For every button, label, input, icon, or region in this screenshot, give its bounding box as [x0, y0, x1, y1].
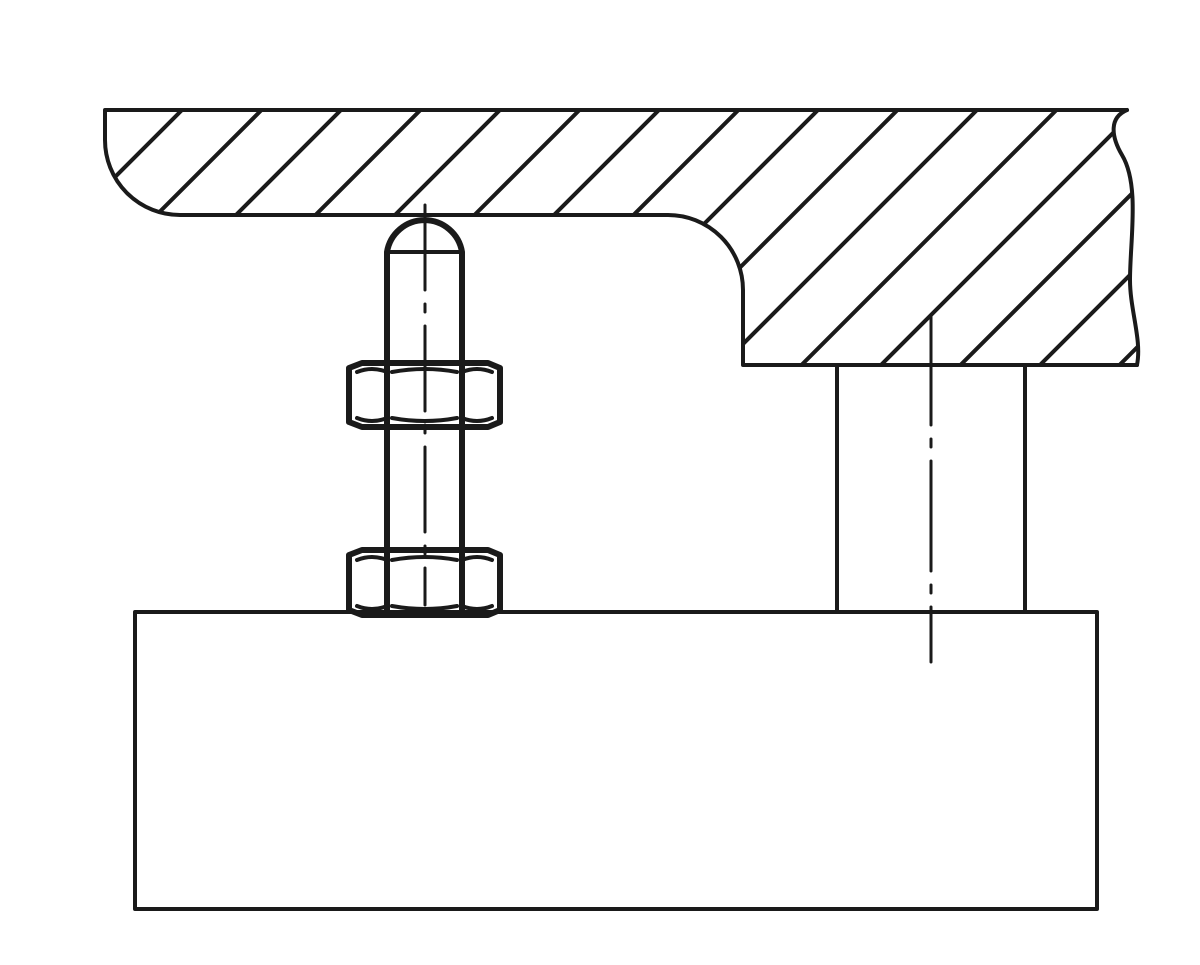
top-plate-outline [103, 108, 1139, 367]
base-block [133, 610, 1099, 911]
lower-hex-nut [346, 547, 503, 618]
hatch-line [1073, 110, 1139, 365]
hatch-line [993, 110, 1139, 365]
hatch-line [834, 110, 1138, 365]
break-line [1111, 108, 1141, 367]
guide-pin [835, 363, 1027, 614]
hatch-line [105, 110, 184, 365]
hatch-line [755, 110, 1058, 365]
hatch-line [914, 110, 1139, 365]
